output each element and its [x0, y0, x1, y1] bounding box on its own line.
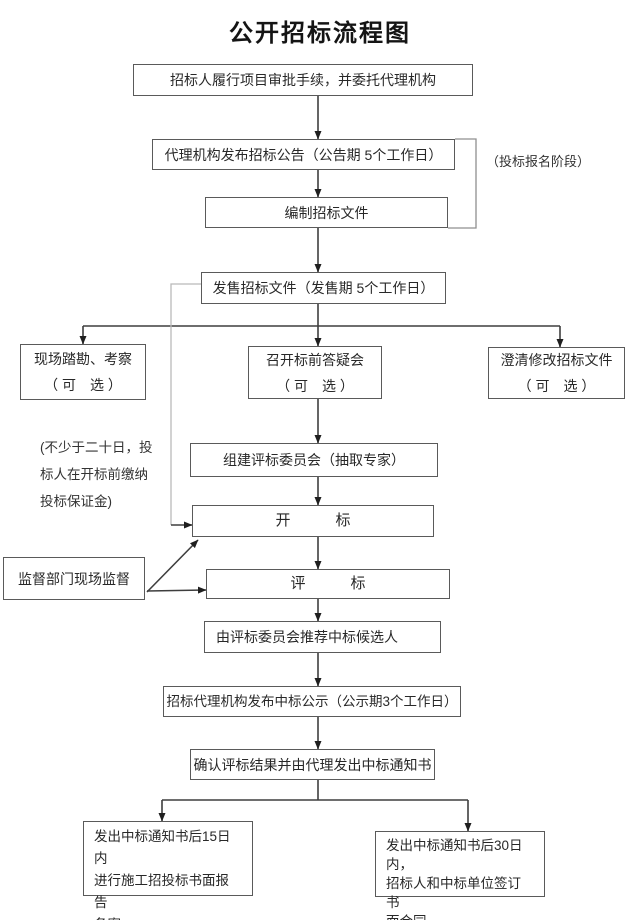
- node-bid-opening: 开 标: [192, 505, 434, 537]
- node-approval-label: 招标人履行项目审批手续，并委托代理机构: [170, 72, 436, 88]
- node-clarify: 澄清修改招标文件 （ 可 选 ）: [488, 347, 625, 399]
- node-publicity: 招标代理机构发布中标公示（公示期3个工作日）: [163, 686, 461, 717]
- node-bid-evaluation-label: 评 标: [290, 575, 366, 592]
- node-recommend: 由评标委员会推荐中标候选人: [204, 621, 441, 653]
- node-sell-docs: 发售招标文件（发售期 5个工作日）: [201, 272, 446, 304]
- node-qa-meeting-label: 召开标前答疑会 （ 可 选 ）: [266, 351, 364, 394]
- node-qa-meeting: 召开标前答疑会 （ 可 选 ）: [248, 346, 382, 399]
- node-filing-label: 发出中标通知书后15日内 进行施工招投标书面报告 备案: [94, 829, 231, 920]
- node-bid-evaluation: 评 标: [206, 569, 450, 599]
- node-contract: 发出中标通知书后30日内， 招标人和中标单位签订书 面合同: [375, 831, 545, 920]
- node-publicity-label: 招标代理机构发布中标公示（公示期3个工作日）: [166, 693, 458, 709]
- faint-line-sell-docs-to-bid-opening: [170, 283, 201, 525]
- note-registration-phase: （投标报名阶段）: [486, 154, 591, 169]
- node-filing: 发出中标通知书后15日内 进行施工招投标书面报告 备案: [83, 821, 253, 920]
- node-prepare-docs: 编制招标文件: [205, 197, 448, 228]
- arrow-supervision-to-bid-opening: [146, 539, 199, 593]
- node-confirm: 确认评标结果并由代理发出中标通知书: [190, 749, 435, 780]
- node-supervision-label: 监督部门现场监督: [18, 570, 130, 587]
- node-confirm-label: 确认评标结果并由代理发出中标通知书: [193, 756, 432, 773]
- node-supervision: 监督部门现场监督: [3, 557, 145, 600]
- page-title: 公开招标流程图: [229, 20, 411, 47]
- node-site-survey: 现场踏勘、考察 （ 可 选 ）: [20, 344, 146, 400]
- node-bid-opening-label: 开 标: [275, 512, 351, 529]
- note-bid-deposit: (不少于二十日，投 标人在开标前缴纳 投标保证金): [40, 440, 153, 509]
- node-approval: 招标人履行项目审批手续，并委托代理机构: [133, 64, 473, 96]
- node-site-survey-label: 现场踏勘、考察 （ 可 选 ）: [34, 351, 132, 393]
- node-prepare-docs-label: 编制招标文件: [284, 204, 369, 221]
- node-committee-label: 组建评标委员会（抽取专家）: [223, 452, 405, 468]
- node-contract-label: 发出中标通知书后30日内， 招标人和中标单位签订书 面合同: [386, 838, 523, 920]
- node-announcement: 代理机构发布招标公告（公告期 5个工作日）: [152, 139, 455, 170]
- arrow-supervision-to-bid-evaluation: [146, 586, 207, 594]
- node-announcement-label: 代理机构发布招标公告（公告期 5个工作日）: [164, 146, 443, 163]
- node-sell-docs-label: 发售招标文件（发售期 5个工作日）: [212, 280, 435, 296]
- node-recommend-label: 由评标委员会推荐中标候选人: [216, 629, 398, 645]
- node-clarify-label: 澄清修改招标文件 （ 可 选 ）: [500, 352, 613, 394]
- node-committee: 组建评标委员会（抽取专家）: [190, 443, 438, 477]
